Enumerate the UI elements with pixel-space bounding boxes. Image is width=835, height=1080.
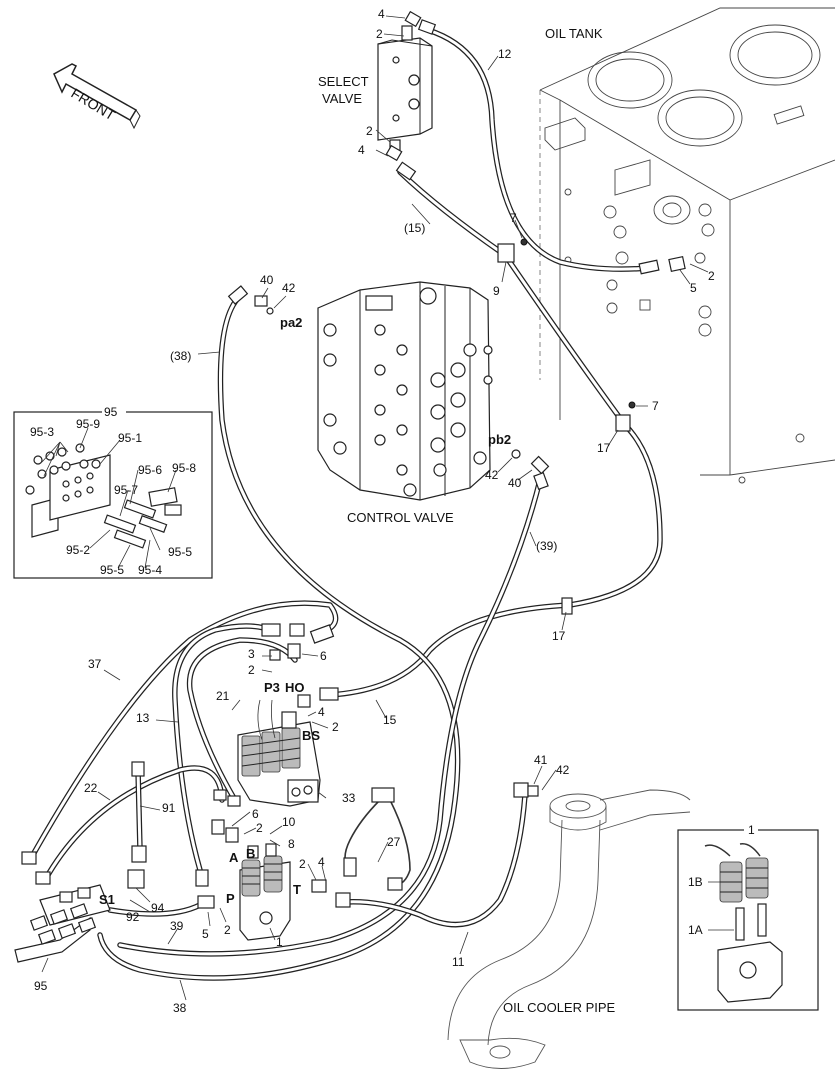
callout-39-paren: (39) <box>536 539 557 553</box>
bolt-7-top <box>520 238 528 246</box>
oil-tank: OIL TANK <box>539 7 835 484</box>
callout-5-bottom: 5 <box>202 927 209 941</box>
hose-12 <box>425 27 651 272</box>
callout-17-mid: 17 <box>552 629 566 643</box>
callout-2-mid: 2 <box>366 124 373 138</box>
callout-95-bottom: 95 <box>34 979 48 993</box>
callout-4-ho: 4 <box>318 705 325 719</box>
inset-95-5b: 95-5 <box>100 563 124 577</box>
callout-38: 38 <box>173 1001 187 1015</box>
callout-6-top: 6 <box>320 649 327 663</box>
callout-2-tank: 2 <box>708 269 715 283</box>
callout-4-t: 4 <box>318 855 325 869</box>
inset-box-95: 95 95-3 95-9 95-1 95-6 95-8 95-7 95-2 95… <box>13 405 213 579</box>
callout-21: 21 <box>216 689 230 703</box>
callout-22: 22 <box>84 781 98 795</box>
callout-27: 27 <box>387 835 401 849</box>
inset-box-1: 1 1B 1A <box>677 823 819 1011</box>
callout-2-bottom: 2 <box>224 923 231 937</box>
callout-1: 1 <box>276 935 283 949</box>
oil-cooler-pipe-label: OIL COOLER PIPE <box>503 1000 616 1015</box>
callout-13: 13 <box>136 711 150 725</box>
control-valve: CONTROL VALVE <box>317 281 493 525</box>
inset-95-5a: 95-5 <box>168 545 192 559</box>
solenoid-block-33 <box>237 699 321 807</box>
manifold-95 <box>14 884 111 963</box>
callout-numbers: 4 2 12 2 4 (15) 7 9 2 5 40 42 (38) 7 17 … <box>34 7 715 1015</box>
inset-95-9: 95-9 <box>76 417 100 431</box>
callout-40-left: 40 <box>260 273 274 287</box>
hoses <box>27 27 663 981</box>
port-ho: HO <box>285 680 305 695</box>
callout-91: 91 <box>162 801 176 815</box>
inset-95-8: 95-8 <box>172 461 196 475</box>
callout-33: 33 <box>342 791 356 805</box>
callout-42-bottom: 42 <box>556 763 570 777</box>
callout-17-top: 17 <box>597 441 611 455</box>
oil-tank-label: OIL TANK <box>545 26 603 41</box>
hose-11 <box>342 792 528 928</box>
port-pb2: pb2 <box>488 432 511 447</box>
port-p: P <box>226 891 235 906</box>
callout-12: 12 <box>498 47 512 61</box>
callout-42-left: 42 <box>282 281 296 295</box>
select-valve: SELECT VALVE <box>318 25 433 155</box>
inset-95-3: 95-3 <box>30 425 54 439</box>
callout-40-right: 40 <box>508 476 522 490</box>
solenoid-valve-1 <box>239 843 291 941</box>
port-a: A <box>229 850 239 865</box>
inset-95-2: 95-2 <box>66 543 90 557</box>
callout-4-mid: 4 <box>358 143 365 157</box>
port-pa2: pa2 <box>280 315 302 330</box>
callout-37: 37 <box>88 657 102 671</box>
port-bs: BS <box>302 728 320 743</box>
callout-94: 94 <box>151 901 165 915</box>
select-valve-label-1: SELECT <box>318 74 369 89</box>
inset-1-title: 1 <box>748 823 755 837</box>
callout-7-right: 7 <box>652 399 659 413</box>
inset-95-6: 95-6 <box>138 463 162 477</box>
inset-1a: 1A <box>688 923 703 937</box>
oil-cooler-pipe: OIL COOLER PIPE <box>447 789 691 1069</box>
fittings <box>21 10 686 909</box>
inset-95-title: 95 <box>104 405 118 419</box>
callout-15: 15 <box>383 713 397 727</box>
inset-95-1: 95-1 <box>118 431 142 445</box>
callout-41: 41 <box>534 753 548 767</box>
callout-39: 39 <box>170 919 184 933</box>
select-valve-label-2: VALVE <box>322 91 362 106</box>
callout-8: 8 <box>288 837 295 851</box>
port-t: T <box>293 882 301 897</box>
callout-3: 3 <box>248 647 255 661</box>
callout-42-right: 42 <box>485 468 499 482</box>
bolt-7-right <box>628 401 636 409</box>
leader-lines <box>41 15 709 1001</box>
inset-95-7: 95-7 <box>114 483 138 497</box>
front-arrow: FRONT <box>53 63 141 130</box>
inset-95-4: 95-4 <box>138 563 162 577</box>
port-labels: pa2 pb2 P3 HO BS A B P T S1 <box>99 315 511 907</box>
port-s1: S1 <box>99 892 115 907</box>
callout-2-top: 2 <box>376 27 383 41</box>
wire-harness-27 <box>343 787 411 891</box>
port-b: B <box>246 846 255 861</box>
callout-2-t: 2 <box>299 857 306 871</box>
callout-15-paren: (15) <box>404 221 425 235</box>
callout-2-ab: 2 <box>256 821 263 835</box>
callout-9: 9 <box>493 284 500 298</box>
callout-7-top: 7 <box>510 211 517 225</box>
port-p3: P3 <box>264 680 280 695</box>
inset-1b: 1B <box>688 875 703 889</box>
callout-2-ho: 2 <box>332 720 339 734</box>
callout-38-paren: (38) <box>170 349 191 363</box>
callout-5-tank: 5 <box>690 281 697 295</box>
callout-11: 11 <box>452 955 465 969</box>
callout-4-top: 4 <box>378 7 385 21</box>
callout-2-p3: 2 <box>248 663 255 677</box>
control-valve-label: CONTROL VALVE <box>347 510 454 525</box>
callout-6-mid: 6 <box>252 807 259 821</box>
callout-10: 10 <box>282 815 296 829</box>
callout-92: 92 <box>126 910 140 924</box>
